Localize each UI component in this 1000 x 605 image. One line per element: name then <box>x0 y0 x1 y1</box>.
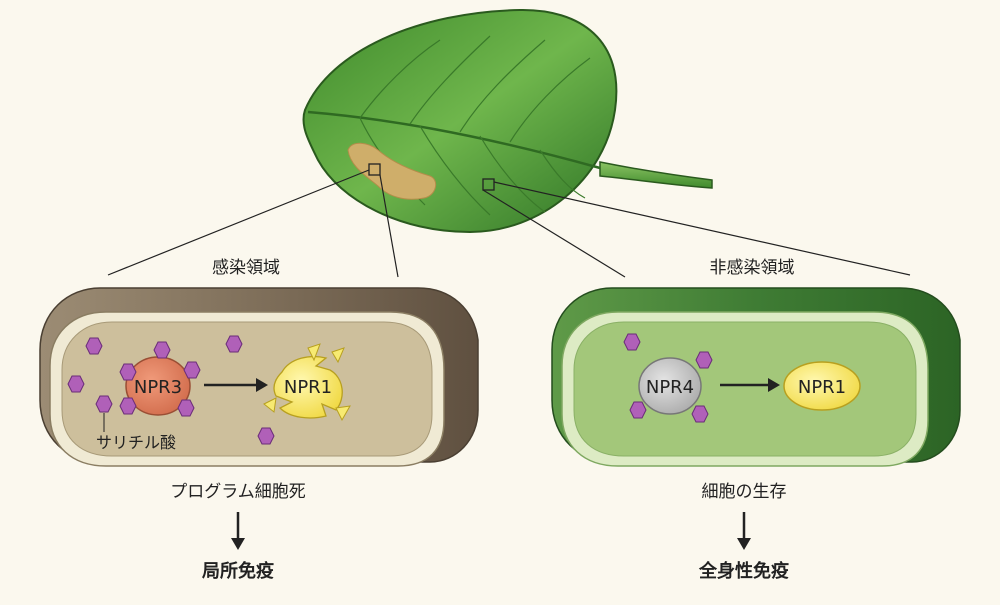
salicylic-acid-molecules-left <box>67 335 275 445</box>
uninfected-cell-interior <box>573 321 917 457</box>
salicylic-acid-icon <box>691 405 709 423</box>
leaf-stem <box>599 161 713 189</box>
right-result-label: 全身性免疫 <box>698 560 789 582</box>
left-region-label: 感染領域 <box>212 258 280 278</box>
infected-region-marker <box>368 163 381 176</box>
salicylic-acid-icon <box>119 363 137 381</box>
left-arrow-icon <box>204 378 268 392</box>
salicylic-acid-icon <box>257 427 275 445</box>
npr1-fragment <box>335 405 351 422</box>
right-outcome-label: 細胞の生存 <box>702 482 787 502</box>
leaf-illustration <box>302 8 713 234</box>
salicylic-acid-icon <box>629 401 647 419</box>
npr1-degrading-protein <box>273 355 343 419</box>
npr4-label: NPR4 <box>646 377 694 398</box>
npr1-left-label: NPR1 <box>284 377 332 398</box>
salicylic-acid-icon <box>67 375 85 393</box>
salicylic-acid-icon <box>95 395 113 413</box>
leaf-midrib <box>307 110 601 170</box>
left-result-label: 局所免疫 <box>202 560 274 582</box>
salicylic-acid-icon <box>225 335 243 353</box>
npr1-right-label: NPR1 <box>798 377 846 398</box>
left-down-arrow-icon <box>231 512 245 550</box>
npr3-label: NPR3 <box>134 377 182 398</box>
salicylic-acid-icon <box>85 337 103 355</box>
right-arrow-icon <box>720 378 780 392</box>
npr1-fragment <box>331 347 345 364</box>
salicylic-acid-icon <box>153 341 171 359</box>
left-outcome-label: プログラム細胞死 <box>170 482 306 502</box>
salicylic-acid-icon <box>623 333 641 351</box>
npr1-protein <box>783 361 861 411</box>
uninfected-cell <box>551 287 961 467</box>
npr4-protein <box>638 357 702 415</box>
right-region-label: 非感染領域 <box>710 258 795 278</box>
salicylic-acid-icon <box>183 361 201 379</box>
npr1-fragment <box>263 397 277 413</box>
salicylic-acid-label: サリチル酸 <box>96 433 176 452</box>
salicylic-acid-icon <box>177 399 195 417</box>
right-down-arrow-icon <box>737 512 751 550</box>
salicylic-acid-molecules-right <box>623 333 713 423</box>
leaf-lesion <box>347 142 437 200</box>
uninfected-region-marker <box>482 178 495 191</box>
salicylic-acid-icon <box>119 397 137 415</box>
npr1-fragment <box>307 343 321 362</box>
salicylic-acid-icon <box>695 351 713 369</box>
callout-lines <box>107 169 911 278</box>
